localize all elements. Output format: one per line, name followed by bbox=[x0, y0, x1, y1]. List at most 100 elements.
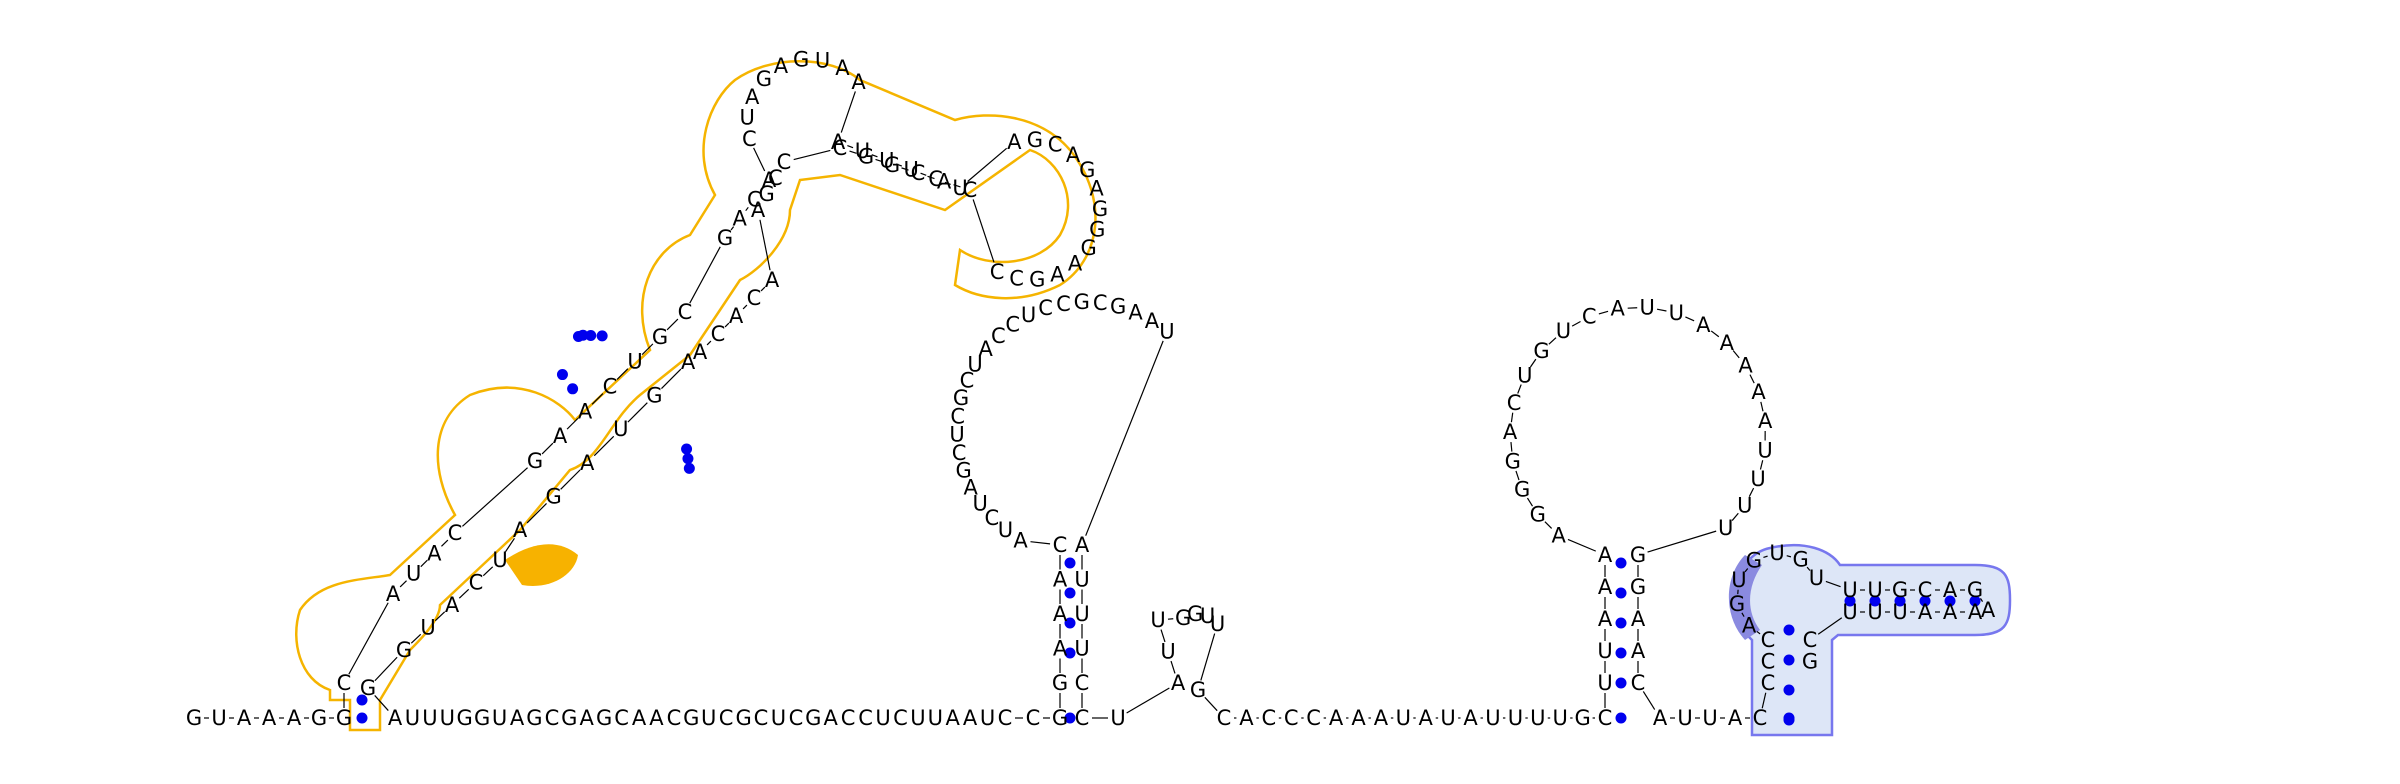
nucleotide: G bbox=[683, 706, 699, 730]
nucleotide: G bbox=[1110, 294, 1126, 318]
base-pair-dot bbox=[1969, 595, 1981, 607]
nucleotide: C bbox=[711, 322, 726, 346]
backbone-link bbox=[661, 368, 682, 389]
nucleotide: C bbox=[742, 127, 757, 151]
nucleotide: C bbox=[1261, 706, 1276, 730]
backbone-link bbox=[895, 163, 903, 167]
nucleotide: G bbox=[858, 144, 874, 168]
base-pair-dot bbox=[1869, 595, 1881, 607]
backbone-link bbox=[1030, 541, 1051, 545]
base-pair-dot bbox=[681, 443, 693, 455]
highlight-orange-outline bbox=[295, 60, 1097, 732]
nucleotide: C bbox=[1631, 671, 1646, 695]
base-pair-dot bbox=[1064, 617, 1076, 629]
nucleotide: U bbox=[1021, 303, 1036, 327]
nucleotide: U bbox=[1640, 295, 1655, 319]
nucleotide: U bbox=[405, 706, 420, 730]
nucleotide: C bbox=[1093, 291, 1108, 315]
nucleotide: A bbox=[1981, 598, 1996, 622]
base-pair-dot bbox=[556, 369, 568, 381]
nucleotide: A bbox=[1329, 706, 1344, 730]
nucleotide: U bbox=[1553, 706, 1568, 730]
nucleotide: G bbox=[561, 706, 577, 730]
nucleotide: C bbox=[963, 178, 978, 202]
nucleotide: C bbox=[833, 136, 848, 160]
nucleotide: A bbox=[1631, 639, 1646, 663]
nucleotide: A bbox=[262, 706, 277, 730]
nucleotide: A bbox=[513, 518, 528, 542]
nucleotide: G bbox=[1505, 450, 1521, 474]
backbone-link bbox=[441, 539, 449, 547]
nucleotide: G bbox=[1187, 602, 1203, 626]
backbone-link bbox=[840, 91, 856, 133]
nucleotide: G bbox=[805, 706, 821, 730]
base-pair-dot bbox=[1919, 595, 1931, 607]
nucleotide: A bbox=[946, 706, 961, 730]
nucleotide: C bbox=[1005, 312, 1020, 336]
nucleotide: U bbox=[1757, 439, 1772, 463]
nucleotide: A bbox=[388, 706, 403, 730]
base-pair-dot bbox=[1783, 712, 1795, 724]
nucleotide: G bbox=[1074, 290, 1090, 314]
nucleotide: C bbox=[950, 404, 965, 428]
nucleotide: A bbox=[1239, 706, 1254, 730]
backbone-link bbox=[901, 167, 909, 171]
nucleotide: G bbox=[1079, 158, 1095, 182]
backbone-link bbox=[1748, 487, 1755, 497]
backbone-link bbox=[742, 304, 748, 310]
base-pair-dot bbox=[682, 453, 694, 465]
backbone-link bbox=[1759, 460, 1764, 470]
backbone-link bbox=[1598, 310, 1609, 315]
nucleotide: C bbox=[448, 521, 463, 545]
nucleotide: A bbox=[1751, 380, 1766, 404]
nucleotide: A bbox=[1374, 706, 1389, 730]
nucleotide: A bbox=[1943, 578, 1958, 602]
nucleotide: A bbox=[1598, 543, 1613, 567]
nucleotide: A bbox=[1068, 252, 1083, 276]
backbone-link bbox=[944, 181, 951, 186]
nucleotide: U bbox=[1842, 578, 1857, 602]
nucleotide: A bbox=[937, 170, 952, 194]
nucleotide: U bbox=[855, 139, 870, 163]
nucleotide: A bbox=[1696, 313, 1711, 337]
backbone-link bbox=[1656, 308, 1667, 312]
nucleotide: C bbox=[841, 706, 856, 730]
nucleotide: A bbox=[751, 198, 766, 222]
nucleotide: C bbox=[991, 324, 1006, 348]
nucleotide: U bbox=[1597, 639, 1612, 663]
nucleotide: U bbox=[1150, 608, 1165, 632]
nucleotide: C bbox=[1803, 628, 1818, 652]
nucleotide: G bbox=[474, 706, 490, 730]
nucleotide: A bbox=[1611, 297, 1626, 321]
backbone-link bbox=[1761, 692, 1767, 709]
nucleotide: C bbox=[1048, 133, 1063, 157]
base-pair-layer bbox=[356, 329, 1981, 726]
nucleotide: U bbox=[1677, 706, 1692, 730]
base-pair-dot bbox=[356, 712, 368, 724]
backbone-link bbox=[1710, 330, 1720, 338]
nucleotide: A bbox=[733, 207, 748, 231]
backbone-link bbox=[641, 343, 654, 356]
backbone-link bbox=[1204, 696, 1218, 712]
nucleotide: U bbox=[1508, 706, 1523, 730]
nucleotide: A bbox=[1552, 524, 1567, 548]
nucleotide: G bbox=[756, 67, 772, 91]
nucleotide: C bbox=[1075, 706, 1090, 730]
nucleotide: G bbox=[1630, 575, 1646, 599]
nucleotide: A bbox=[1171, 671, 1186, 695]
base-pair-dot bbox=[1064, 647, 1076, 659]
nucleotide: U bbox=[1440, 706, 1455, 730]
nucleotide: A bbox=[578, 399, 593, 423]
nucleotide: A bbox=[693, 340, 708, 364]
nucleotide: U bbox=[440, 706, 455, 730]
nucleotide: A bbox=[824, 706, 839, 730]
nucleotide: A bbox=[1066, 143, 1081, 167]
nucleotide: A bbox=[745, 85, 760, 109]
nucleotide: G bbox=[884, 153, 900, 177]
backbone-link bbox=[849, 150, 857, 154]
nucleotide: A bbox=[427, 541, 442, 565]
backbone-link bbox=[462, 467, 528, 527]
backbone-link bbox=[793, 149, 831, 161]
backbone-link bbox=[871, 154, 878, 158]
nucleotide: U bbox=[1159, 320, 1174, 344]
